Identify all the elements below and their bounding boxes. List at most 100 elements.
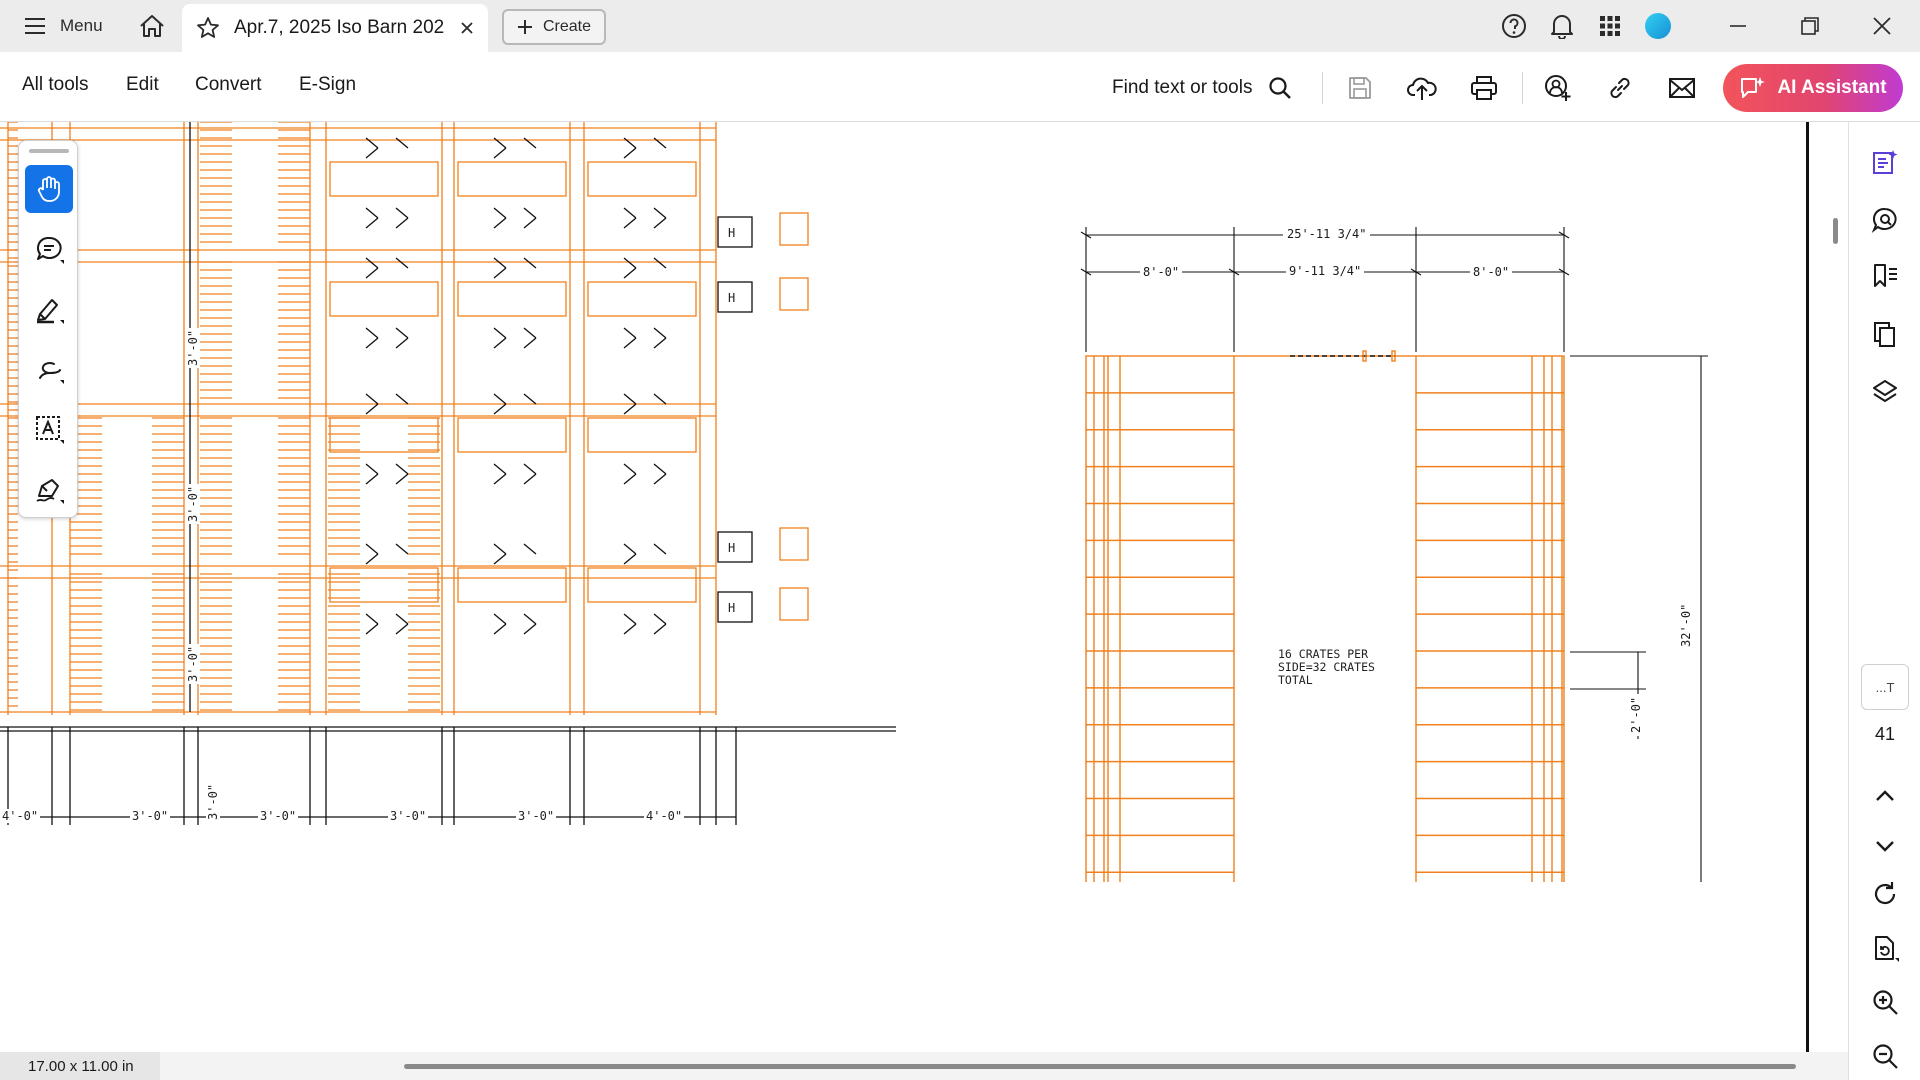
layers-panel-button[interactable] [1865,372,1905,412]
minimize-button[interactable] [1716,6,1760,46]
text-tool[interactable] [25,405,73,453]
right-side-panel: ...T 41 [1848,122,1920,1080]
next-page-button[interactable] [1865,826,1905,866]
menu-edit[interactable]: Edit [126,74,159,95]
page-tools-button[interactable] [1865,928,1905,968]
gate-swing [395,543,409,555]
edit-pdf-panel-button[interactable] [1865,142,1905,182]
share-people-button[interactable] [1538,68,1578,108]
email-button[interactable] [1662,68,1702,108]
upload-button[interactable] [1402,68,1442,108]
tab-title: Apr.7, 2025 Iso Barn 202... [234,17,446,38]
gate-swing [365,217,379,229]
feeder-box [457,281,567,317]
bookmarks-panel-button[interactable] [1865,256,1905,296]
document-refresh-icon [1875,936,1899,962]
pages-panel-button[interactable] [1865,314,1905,354]
current-page-box[interactable]: ...T [1861,664,1909,710]
highlight-tool[interactable] [25,285,73,333]
zoom-in-button[interactable] [1865,982,1905,1022]
toolbar-divider [1322,72,1323,104]
dim-tick [1558,268,1570,276]
menu-button[interactable]: Menu [16,8,111,44]
cloud-upload-icon [1407,77,1437,100]
create-button[interactable]: Create [502,9,606,45]
gate-swing [523,217,537,229]
drag-handle[interactable] [29,149,69,153]
find-tools-label: Find text or tools [1112,77,1253,98]
gate-swing [623,393,637,405]
gate-swing [493,337,507,349]
pages-icon [1874,322,1895,347]
document-tab[interactable]: Apr.7, 2025 Iso Barn 202... [182,4,488,52]
sign-tool[interactable] [25,465,73,513]
gate-swing [395,217,409,229]
gate-swing [493,613,507,625]
gate-swing [365,393,379,405]
restore-button[interactable] [1788,6,1832,46]
home-button[interactable] [132,8,172,44]
gate-swing [493,543,507,555]
close-window-button[interactable] [1860,6,1904,46]
gate-post [1362,350,1367,362]
layers-icon [1873,380,1897,402]
apps-button[interactable] [1588,6,1632,46]
feeder-rack [779,212,809,246]
gate-swing [653,613,667,625]
gate-swing [365,403,379,415]
heater-box [717,216,753,248]
horizontal-scrollbar[interactable] [404,1064,1796,1069]
gate-swing [493,623,507,635]
main-toolbar: All tools Edit Convert E-Sign Find text … [0,52,1920,122]
gate-swing [523,337,537,349]
gate-swing [493,267,507,279]
heater-label: H [728,541,735,555]
freehand-icon [39,362,64,384]
feeder-box [587,161,697,197]
comment-icon [37,236,64,264]
rotate-button[interactable] [1865,874,1905,914]
notifications-button[interactable] [1540,6,1584,46]
page-edge [1806,122,1809,1052]
menu-esign[interactable]: E-Sign [299,74,357,95]
previous-page-button[interactable] [1865,776,1905,816]
draw-tool[interactable] [25,345,73,393]
close-tab-icon[interactable] [460,21,474,35]
dim-label: 3'-0" [258,809,299,823]
dim-tick [1410,268,1422,276]
profile-avatar[interactable] [1636,6,1680,46]
gate-swing [653,543,667,555]
crates-note: 16 CRATES PER SIDE=32 CRATES TOTAL [1278,648,1375,687]
gate-swing [395,393,409,405]
edit-document-icon [1873,150,1898,174]
help-button[interactable] [1492,6,1536,46]
menu-convert[interactable]: Convert [195,74,262,95]
copy-link-button[interactable] [1600,68,1640,108]
crates-note-line1: 16 CRATES PER [1278,647,1369,661]
dim-tick [1080,231,1092,239]
ai-assistant-label: AI Assistant [1777,77,1887,98]
menu-all-tools[interactable]: All tools [22,74,89,95]
vertical-scrollbar[interactable] [1833,218,1838,244]
dim-label: 3'-0" [388,809,429,823]
zoom-out-button[interactable] [1865,1036,1905,1076]
comment-tool[interactable] [25,225,73,273]
gate-swing [653,327,667,339]
gate-swing [365,553,379,565]
star-icon[interactable] [196,16,220,40]
gate-swing [365,137,379,149]
ai-assistant-button[interactable]: AI Assistant [1723,64,1903,112]
feeder-box [329,567,439,603]
gate-swing [623,613,637,625]
gate-swing [623,337,637,349]
print-button[interactable] [1464,68,1504,108]
gate-swing [623,217,637,229]
gate-swing [365,257,379,269]
hand-tool[interactable] [25,165,73,213]
find-tools-search[interactable]: Find text or tools [1112,70,1292,106]
gate-swing [653,257,667,269]
save-button[interactable] [1340,68,1380,108]
comments-panel-button[interactable] [1865,200,1905,240]
